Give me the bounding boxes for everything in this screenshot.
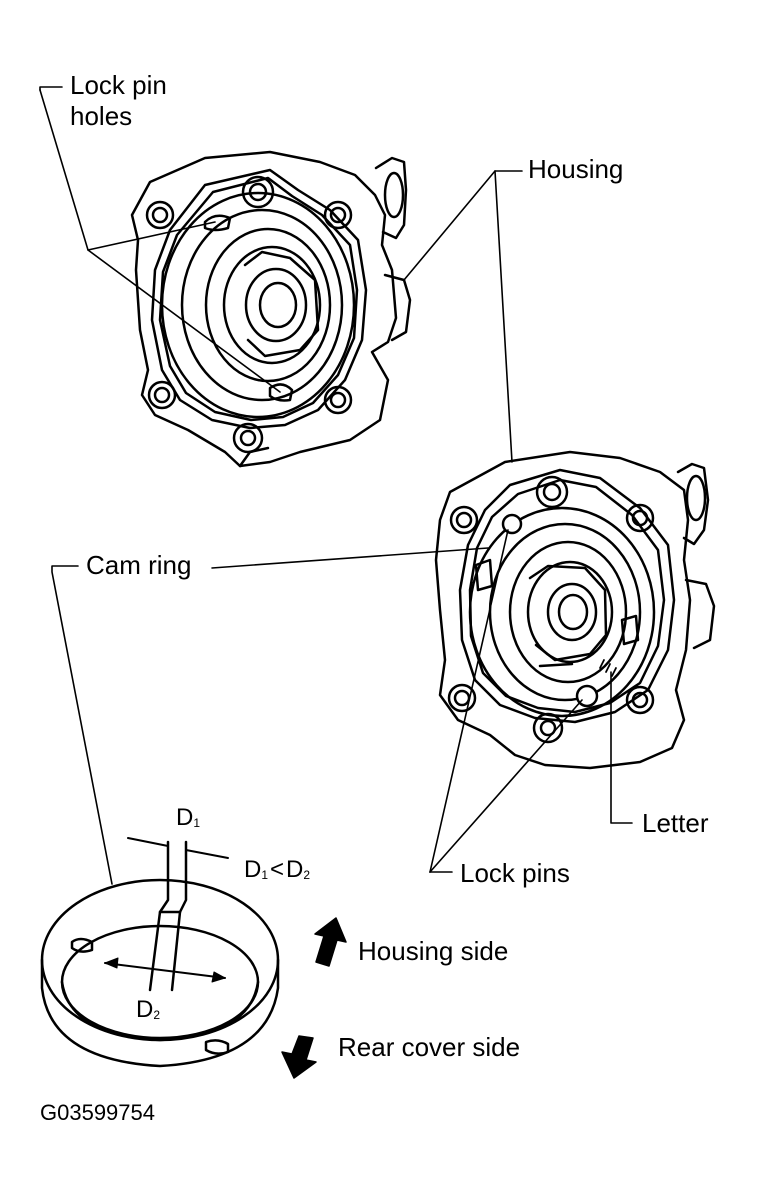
d1-symbol: D	[176, 804, 194, 831]
upper-housing-drawing	[130, 150, 412, 468]
lock-pin-holes-line2: holes	[70, 101, 133, 132]
cam-ring-label: Cam ring	[86, 550, 192, 580]
relation-b-sub: 2	[303, 868, 311, 882]
d2-subscript: 2	[153, 1008, 161, 1022]
letter-label: Letter	[642, 808, 709, 838]
d1-subscript: 1	[193, 816, 201, 830]
rear-cover-side-label: Rear cover side	[338, 1032, 521, 1062]
cam-ring-drawing	[40, 837, 280, 1068]
relation-a: D	[244, 856, 262, 883]
lock-pin-holes-label: Lock pin holes	[70, 70, 167, 132]
leader-lines	[39, 86, 633, 885]
relation-a-sub: 1	[261, 868, 269, 882]
housing-side-label: Housing side	[358, 936, 509, 966]
d2-label: D2	[136, 996, 160, 1024]
direction-arrows	[281, 917, 347, 1079]
lock-pins-label: Lock pins	[460, 858, 570, 888]
housing-label: Housing	[528, 154, 624, 184]
relation-op: <	[270, 856, 285, 883]
d2-symbol: D	[136, 996, 154, 1023]
d1-d2-relation: D1<D2	[244, 856, 310, 884]
lower-housing-drawing	[434, 450, 716, 770]
figure-code: G03599754	[40, 1100, 155, 1125]
relation-b: D	[286, 856, 304, 883]
d1-label: D1	[176, 804, 200, 832]
lock-pin-holes-line1: Lock pin	[70, 70, 167, 100]
